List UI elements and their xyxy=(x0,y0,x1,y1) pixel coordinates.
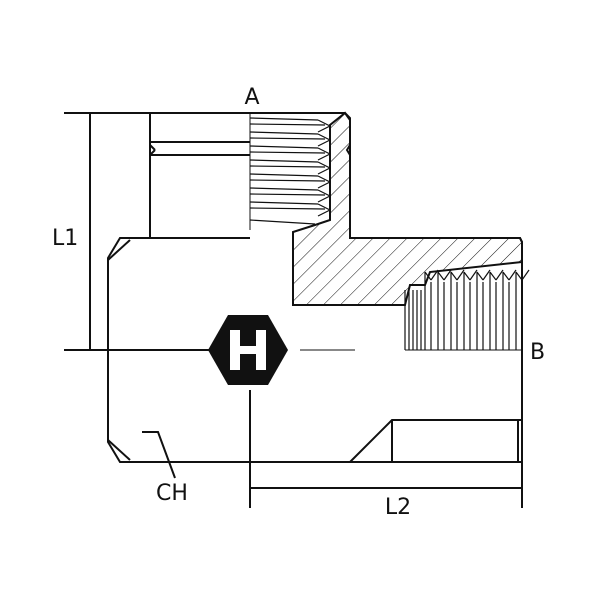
thread-line xyxy=(317,153,331,161)
thread-line xyxy=(249,207,326,210)
thread-line xyxy=(508,269,517,281)
thread-line xyxy=(317,175,331,183)
thread-line xyxy=(249,151,326,154)
thread-b xyxy=(404,269,530,350)
thread-line xyxy=(249,193,326,196)
thread-line xyxy=(249,117,319,121)
thread-line xyxy=(317,147,331,155)
label-port-b: B xyxy=(530,340,545,365)
thread-line xyxy=(521,269,530,281)
thread-line xyxy=(249,173,319,177)
thread-line xyxy=(317,181,331,189)
thread-line xyxy=(249,145,319,149)
thread-line xyxy=(249,165,326,168)
thread-line xyxy=(249,179,326,182)
l2-dimension xyxy=(249,340,523,508)
thread-line xyxy=(450,271,458,281)
label-port-a: A xyxy=(244,85,259,110)
thread-line xyxy=(317,167,331,175)
thread-line xyxy=(249,131,319,135)
thread-line xyxy=(469,269,478,281)
thread-line xyxy=(317,209,331,217)
thread-line xyxy=(456,269,465,281)
thread-line xyxy=(249,187,319,191)
thread-a xyxy=(249,117,331,225)
thread-line xyxy=(495,269,504,281)
l1-dimension xyxy=(64,112,210,351)
label-ch: CH xyxy=(156,481,188,506)
label-l2: L2 xyxy=(385,495,411,520)
body-outline xyxy=(107,237,522,463)
thread-line xyxy=(317,119,331,127)
thread-line xyxy=(317,195,331,203)
thread-line xyxy=(489,271,497,281)
centerlines xyxy=(249,113,522,351)
thread-line xyxy=(502,271,510,281)
thread-line xyxy=(317,203,331,211)
thread-line xyxy=(249,219,316,225)
thread-line xyxy=(443,269,452,281)
thread-line xyxy=(249,201,319,205)
section-hatch xyxy=(292,111,523,306)
thread-line xyxy=(515,271,523,281)
label-l1: L1 xyxy=(52,226,78,251)
thread-line xyxy=(482,269,491,281)
thread-line xyxy=(317,189,331,197)
thread-line xyxy=(317,133,331,141)
thread-line xyxy=(476,271,484,281)
thread-line xyxy=(437,271,445,281)
thread-line xyxy=(424,271,432,281)
ch-leader xyxy=(142,431,176,479)
thread-line xyxy=(317,139,331,147)
thread-line xyxy=(317,161,331,169)
thread-line xyxy=(463,271,471,281)
h-logo-icon xyxy=(208,315,288,385)
thread-line xyxy=(249,159,319,163)
thread-line xyxy=(317,125,331,133)
thread-line xyxy=(249,137,326,140)
thread-line xyxy=(249,123,326,126)
thread-line xyxy=(430,269,439,281)
